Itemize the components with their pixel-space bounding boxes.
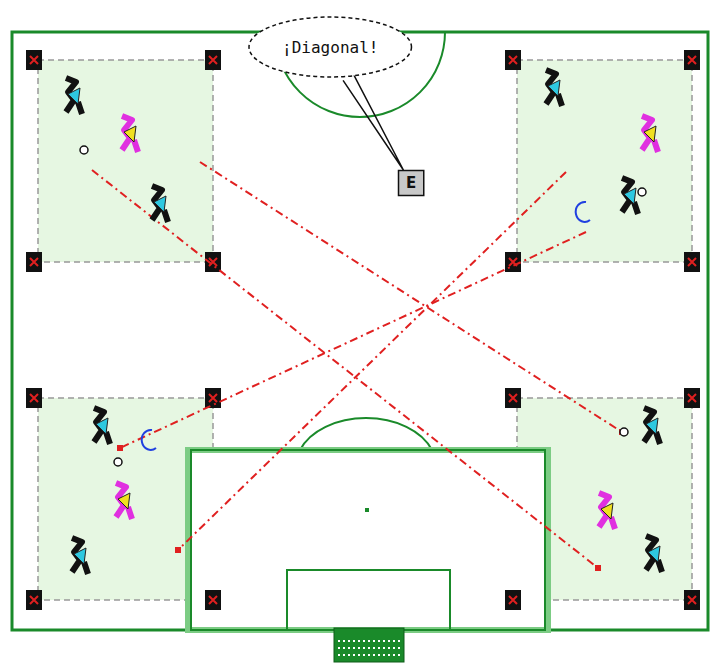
turn-arrow	[142, 430, 156, 450]
defender	[642, 116, 658, 152]
cone	[684, 50, 700, 70]
attacker	[646, 536, 662, 572]
pass-head	[595, 565, 601, 571]
goal-net	[343, 654, 345, 656]
goal-net	[378, 647, 380, 649]
goal-net	[393, 647, 395, 649]
goal-net	[373, 640, 375, 642]
cone	[205, 388, 221, 408]
cone	[684, 590, 700, 610]
ball	[114, 458, 122, 466]
bubble-pointer	[343, 74, 403, 170]
bubble-outline	[249, 17, 411, 77]
grid-square	[517, 60, 692, 262]
cone	[505, 590, 521, 610]
goal-net	[383, 654, 385, 656]
cone	[26, 252, 42, 272]
speech-bubble: ¡Diagonal!	[248, 16, 412, 78]
goal-net	[378, 640, 380, 642]
cone	[684, 252, 700, 272]
goal-net	[388, 640, 390, 642]
goal-net	[358, 654, 360, 656]
defender	[599, 493, 615, 529]
goal-net	[388, 647, 390, 649]
grid-square	[38, 60, 213, 262]
goal-net	[353, 654, 355, 656]
coach-marker: E	[398, 170, 424, 196]
goal-net	[368, 640, 370, 642]
goal-net	[388, 654, 390, 656]
goal-net	[363, 654, 365, 656]
attacker	[546, 70, 562, 106]
cone	[505, 388, 521, 408]
pass-line	[178, 172, 566, 550]
goal-net	[373, 647, 375, 649]
attacker	[644, 408, 660, 444]
goal-net	[363, 647, 365, 649]
cone	[505, 50, 521, 70]
goal-net	[373, 654, 375, 656]
goal-net	[363, 640, 365, 642]
field-border	[12, 32, 708, 630]
attacker	[152, 186, 168, 222]
cone	[205, 590, 221, 610]
cone	[26, 590, 42, 610]
pass-head	[175, 547, 181, 553]
goal-net	[398, 647, 400, 649]
goal-net	[348, 654, 350, 656]
box-outline	[399, 171, 424, 196]
goal-area	[287, 570, 450, 630]
goal-net	[378, 654, 380, 656]
attacker	[622, 178, 638, 214]
goal-net	[358, 640, 360, 642]
pass-line	[200, 162, 622, 432]
defender	[116, 483, 132, 519]
goal-net	[383, 647, 385, 649]
goal-net	[338, 640, 340, 642]
cone	[26, 50, 42, 70]
node-text: ¡Diagonal!	[282, 38, 378, 57]
goal-net	[343, 647, 345, 649]
pass-head	[117, 445, 123, 451]
node-text: E	[406, 174, 416, 192]
goal-net	[398, 654, 400, 656]
goal-net	[383, 640, 385, 642]
cone	[505, 252, 521, 272]
ball	[620, 428, 628, 436]
turn-arrow	[576, 202, 590, 222]
goal-net	[338, 647, 340, 649]
goal-net	[338, 654, 340, 656]
goal-net	[358, 647, 360, 649]
cone	[684, 388, 700, 408]
goal	[334, 628, 404, 662]
penalty-spot	[365, 508, 369, 512]
attacker	[66, 78, 82, 114]
pass-line	[120, 232, 586, 448]
goal-net	[398, 640, 400, 642]
goal-net	[393, 654, 395, 656]
penalty-area-line	[191, 450, 545, 630]
goal-net	[348, 647, 350, 649]
defender	[122, 116, 138, 152]
goal-net	[353, 647, 355, 649]
penalty-arc	[300, 418, 432, 450]
cone	[26, 388, 42, 408]
attacker	[72, 538, 88, 574]
goal-net	[368, 647, 370, 649]
ball	[638, 188, 646, 196]
goal-net	[348, 640, 350, 642]
goal-net	[353, 640, 355, 642]
goal-net	[393, 640, 395, 642]
ball	[80, 146, 88, 154]
goal-net	[368, 654, 370, 656]
attacker	[94, 408, 110, 444]
cone	[205, 50, 221, 70]
goal-net	[343, 640, 345, 642]
penalty-area	[188, 450, 548, 630]
